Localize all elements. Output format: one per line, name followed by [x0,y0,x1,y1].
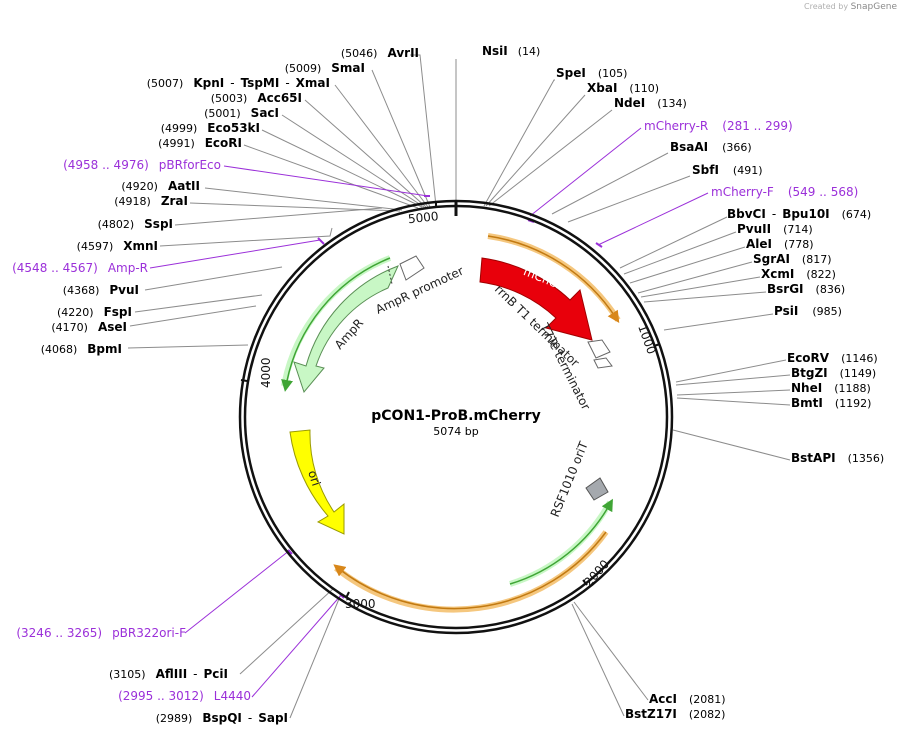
site-ecorv: EcoRV(1146) [787,351,878,365]
green-arcs [281,255,613,587]
site-bstapi: BstAPI(1356) [791,451,884,465]
site-smai: (5009)SmaI [285,61,365,75]
site-psii: PsiI(985) [774,304,842,318]
orf-arc-top-core [487,235,620,324]
tick-2000-mark [582,579,588,586]
primer-amp-r: (4548 .. 4567)Amp-R [12,261,148,275]
site-asei: (4170)AseI [51,320,127,334]
site-bsaai: BsaAI(366) [670,140,752,154]
site-xmni: (4597)XmnI [77,239,158,253]
tick-labels: 5000 1000 2000 3000 4000 [259,209,659,611]
primer-pbr322ori-f: (3246 .. 3265)pBR322ori-F [16,626,186,640]
site-nsii: NsiI(14) [482,44,540,58]
primer-leader-lines [149,127,709,698]
tick-5000: 5000 [407,209,439,226]
primer-mcherry-f: mCherry-F(549 .. 568) [711,185,858,199]
plasmid-size: 5074 bp [433,425,478,438]
site-ecori: (4991)EcoRI [158,136,242,150]
ori-label: ori [305,469,323,488]
orf-arcs [333,233,621,613]
site-spei: SpeI(105) [556,66,627,80]
site-bbvci: BbvCI-Bpu10I(674) [727,207,871,221]
rsf1010-label: RSF1010 oriT [548,439,591,519]
t7te-terminator-feature [593,357,613,369]
primer-mcherry-r: mCherry-R(281 .. 299) [644,119,793,133]
site-nhei: NheI(1188) [791,381,871,395]
site-afliii: (3105)AflIII-PciI [109,667,228,681]
site-xcmi: XcmI(822) [761,267,836,281]
primer-pbrforeco: (4958 .. 4976)pBRforEco [63,158,221,172]
site-kpni: (5007)KpnI-TspMI-XmaI [147,76,330,90]
site-sspi: (4802)SspI [98,217,173,231]
tick-2000: 2000 [581,557,612,589]
site-avrii: (5046)AvrII [341,46,419,60]
site-pvui: (4368)PvuI [63,283,139,297]
site-fspi: (4220)FspI [57,305,132,319]
site-ndei: NdeI(134) [614,96,687,110]
site-pvuii: PvuII(714) [737,222,813,236]
site-btgzi: BtgZI(1149) [791,366,876,380]
enzyme-leader-lines [127,54,791,719]
tick-3000: 3000 [345,597,376,611]
ampr-promoter-divider [387,265,393,285]
primer-l4440: (2995 .. 3012)L4440 [118,689,251,703]
site-zrai: (4918)ZraI [114,194,188,208]
orit-orf-arc-core [509,498,613,585]
site-sgrai: SgrAI(817) [753,252,832,266]
site-aatii: (4920)AatII [121,179,200,193]
site-saci: (5001)SacI [204,106,279,120]
snapgene-credit: Created by SnapGene [804,2,897,12]
tick-3000-mark [345,591,350,599]
tick-4000-mark [240,379,248,382]
tick-1000-mark [653,343,661,347]
ampr-orf-arc-core [281,257,391,392]
site-sbfi: SbfI(491) [692,163,763,177]
left-enzyme-labels: (5046)AvrII (5009)SmaI (5007)KpnI-TspMI-… [12,46,419,725]
credit-brand: SnapGene [850,2,897,12]
site-alei: AleI(778) [746,237,814,251]
right-enzyme-labels: NsiI(14) SpeI(105) XbaI(110) NdeI(134) m… [482,44,884,721]
rsf1010-orit-feature [585,477,609,501]
site-xbai: XbaI(110) [587,81,659,95]
site-eco53ki: (4999)Eco53kI [161,121,260,135]
ampr-promoter-feature [399,255,425,281]
site-bmti: BmtI(1192) [791,396,871,410]
rrnb-terminator-feature [587,339,611,359]
site-acc65i: (5003)Acc65I [211,91,302,105]
site-bspqi: (2989)BspQI-SapI [156,711,288,725]
orf-arc-bottom-core [333,531,607,610]
credit-prefix: Created by [804,2,849,11]
mcherry-feature [479,257,593,341]
site-bsrgi: BsrGI(836) [767,282,845,296]
ampr-feature [293,265,399,394]
site-bstz17i: BstZ17I(2082) [625,707,725,721]
tick-1000: 1000 [635,323,659,356]
plasmid-name: pCON1-ProB.mCherry [371,408,541,424]
ori-feature [289,429,345,535]
site-acci: AccI(2081) [649,692,726,706]
site-bpmi: (4068)BpmI [41,342,122,356]
tick-4000: 4000 [259,357,273,388]
